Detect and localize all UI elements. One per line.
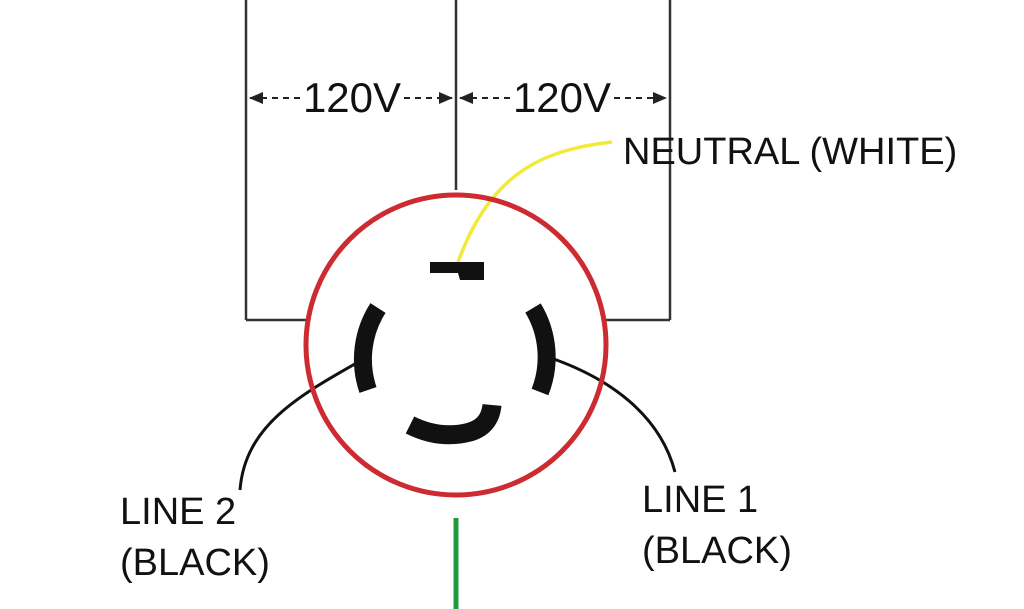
voltage-label-right: 120V: [513, 74, 611, 121]
voltage-label-left: 120V: [303, 74, 401, 121]
line2-label-line2: (BLACK): [120, 542, 270, 584]
line1-slot: [525, 303, 556, 396]
line2-slot: [353, 303, 386, 393]
line2-label-line1: LINE 2: [120, 491, 236, 533]
neutral-slot: [430, 262, 484, 280]
bus-lines: [244, 0, 672, 322]
neutral-wire: [456, 140, 613, 263]
line1-label-line1: LINE 1: [642, 479, 758, 521]
line1-wire: [547, 355, 677, 473]
neutral-label: NEUTRAL (WHITE): [623, 131, 957, 173]
line1-label-line2: (BLACK): [642, 530, 792, 572]
line2-wire: [238, 358, 363, 491]
twist-lock-receptacle-icon: [303, 192, 609, 498]
receptacle-ring: [303, 192, 609, 498]
ground-slot: [405, 403, 502, 445]
